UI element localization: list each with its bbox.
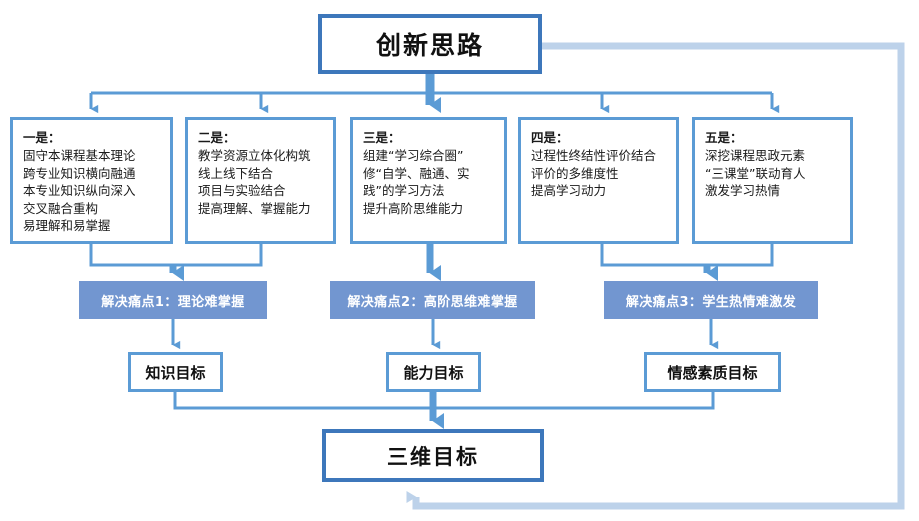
final-goal-box[interactable]: 三维目标 bbox=[322, 429, 544, 482]
idea-2-heading: 二是： bbox=[198, 130, 236, 145]
idea-box-2[interactable]: 二是： 教学资源立体化构筑 线上线下结合 项目与实验结合 提高理解、掌握能力 bbox=[185, 117, 336, 244]
idea-3-line-4: 提升高阶思维能力 bbox=[363, 200, 464, 216]
title-box[interactable]: 创新思路 bbox=[318, 14, 542, 74]
idea-3-heading: 三是： bbox=[363, 130, 401, 145]
idea-4-line-3: 提高学习动力 bbox=[531, 183, 607, 198]
title-to-bus-connector bbox=[91, 74, 772, 95]
idea-5-line-1: 深挖课程思政元素 bbox=[705, 148, 806, 163]
idea-4-line-1: 过程性终结性评价结合 bbox=[531, 148, 657, 163]
idea-1-line-3: 本专业知识纵向深入 bbox=[23, 183, 136, 198]
idea-1-line-4: 交叉融合重构 bbox=[23, 200, 99, 216]
ideas-to-painpoint-1-connector bbox=[89, 244, 263, 281]
idea-box-1[interactable]: 一是： 固守本课程基本理论 跨专业知识横向融通 本专业知识纵向深入 交叉融合重构… bbox=[10, 117, 173, 244]
idea-3-line-3: 践”的学习方法 bbox=[363, 183, 445, 198]
idea-2-line-3: 项目与实验结合 bbox=[198, 183, 286, 198]
goal-emotion-label: 情感素质目标 bbox=[667, 363, 758, 382]
title-label: 创新思路 bbox=[375, 31, 484, 60]
idea-2-line-2: 线上线下结合 bbox=[198, 165, 274, 181]
goal-box-emotion[interactable]: 情感素质目标 bbox=[644, 352, 781, 392]
idea-5-heading: 五是： bbox=[705, 130, 743, 145]
idea-1-heading: 一是： bbox=[23, 130, 61, 145]
final-goal-label: 三维目标 bbox=[387, 444, 479, 469]
idea-4-heading: 四是： bbox=[531, 130, 569, 145]
goal-knowledge-label: 知识目标 bbox=[145, 363, 206, 382]
painpoint-bar-2[interactable]: 解决痛点2：高阶思维难掌握 bbox=[330, 281, 535, 319]
painpoint-1-label: 解决痛点1：理论难掌握 bbox=[101, 294, 245, 310]
painpoint-3-label: 解决痛点3：学生热情难激发 bbox=[625, 294, 797, 310]
painpoint-bar-3[interactable]: 解决痛点3：学生热情难激发 bbox=[604, 281, 818, 319]
idea-box-5[interactable]: 五是： 深挖课程思政元素 “三课堂”联动育人 激发学习热情 bbox=[692, 117, 853, 244]
painpoint-to-goal-connectors bbox=[171, 319, 719, 350]
idea-2-line-1: 教学资源立体化构筑 bbox=[198, 148, 311, 163]
idea-5-line-3: 激发学习热情 bbox=[705, 183, 781, 198]
idea-3-line-2: 修“自学、融通、实 bbox=[363, 165, 470, 181]
idea-5-line-2: “三课堂”联动育人 bbox=[705, 165, 806, 181]
goals-to-final-connector bbox=[173, 392, 715, 429]
idea-3-line-1: 组建“学习综合圈” bbox=[363, 148, 464, 163]
idea-1-line-5: 易理解和易掌握 bbox=[23, 218, 111, 233]
painpoint-bar-1[interactable]: 解决痛点1：理论难掌握 bbox=[79, 281, 267, 319]
idea-1-line-1: 固守本课程基本理论 bbox=[23, 148, 136, 163]
idea-1-line-2: 跨专业知识横向融通 bbox=[23, 165, 136, 181]
goal-box-ability[interactable]: 能力目标 bbox=[386, 352, 481, 392]
bus-to-idea-arrows bbox=[89, 93, 780, 114]
idea-4-line-2: 评价的多维度性 bbox=[531, 165, 619, 181]
goal-box-knowledge[interactable]: 知识目标 bbox=[128, 352, 223, 392]
idea-2-line-4: 提高理解、掌握能力 bbox=[198, 200, 311, 216]
feedback-loop-arrow bbox=[406, 42, 905, 510]
idea-box-3[interactable]: 三是： 组建“学习综合圈” 修“自学、融通、实 践”的学习方法 提升高阶思维能力 bbox=[350, 117, 507, 244]
painpoint-2-label: 解决痛点2：高阶思维难掌握 bbox=[347, 294, 518, 310]
ideas-to-painpoint-3-connector bbox=[600, 244, 774, 281]
idea-box-4[interactable]: 四是： 过程性终结性评价结合 评价的多维度性 提高学习动力 bbox=[518, 117, 679, 244]
goal-ability-label: 能力目标 bbox=[403, 363, 464, 382]
